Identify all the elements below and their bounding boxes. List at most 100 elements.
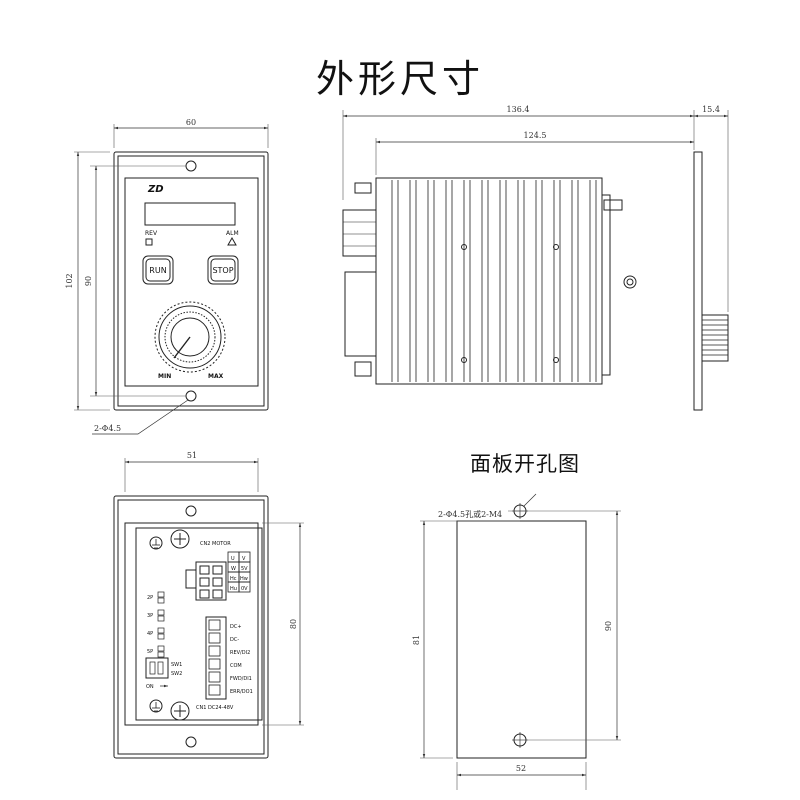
front-hole-leader — [92, 399, 189, 435]
back-screw-top — [170, 529, 190, 549]
back-bottom-hole — [185, 736, 197, 748]
side-top-screw — [354, 182, 372, 194]
side-bracket-tab-top — [603, 199, 623, 211]
display-window — [144, 202, 236, 226]
heatsink-fins — [391, 180, 597, 382]
switch-label-4p: 4P — [147, 631, 153, 637]
speed-knob-outer[interactable] — [154, 301, 226, 373]
ground-icon-top — [149, 536, 163, 550]
cutout-title: 面板开孔图 — [470, 452, 580, 476]
side-view-text: 136.4 124.5 15.4 — [507, 105, 720, 140]
sw1-label: SW1 — [171, 662, 182, 668]
side-knob-dim: 15.4 — [702, 105, 720, 114]
front-inner-plate — [117, 155, 265, 407]
pole-switch-indicators — [157, 591, 165, 658]
pin-v: V — [242, 556, 246, 562]
pin-hc: Hc — [230, 576, 237, 582]
main-title: 外形尺寸 — [315, 57, 484, 101]
speed-knob-face — [170, 317, 210, 357]
side-view — [342, 110, 729, 411]
io-label-err-do1: ERR/DO1 — [230, 689, 253, 695]
pin-u: U — [231, 556, 235, 562]
front-outer-height-dim: 102 — [65, 273, 74, 288]
switch-label-3p: 3P — [147, 613, 153, 619]
back-housing — [124, 522, 259, 726]
side-panel-plate — [693, 151, 703, 411]
pin-hw: Hw — [240, 576, 248, 582]
io-label-dc-minus: DC- — [230, 637, 239, 643]
speed-knob-pointer — [173, 336, 191, 359]
back-pcb — [135, 527, 263, 721]
rev-led — [145, 238, 153, 246]
cn1-terminal-block — [205, 616, 227, 700]
side-total-dim: 136.4 — [507, 105, 530, 114]
switch-label-5p: 5P — [147, 649, 153, 655]
side-knob-ridges — [702, 319, 728, 356]
cutout-width-dim: 52 — [516, 764, 526, 773]
switch-label-2p: 2P — [147, 595, 153, 601]
side-connector-upper — [342, 209, 377, 257]
io-label-fwd-di1: FWD/DI1 — [230, 676, 252, 682]
front-hole-note: 2-Φ4.5 — [94, 424, 121, 433]
alm-label: ALM — [226, 230, 239, 237]
front-top-hole — [185, 160, 197, 172]
stop-button-inner — [210, 258, 236, 282]
cutout-text: 2-Φ4.5孔或2-M4 90 81 52 — [412, 509, 613, 773]
back-inner-plate — [117, 499, 265, 755]
side-bottom-screw — [354, 361, 372, 377]
side-knob — [701, 314, 729, 362]
side-screw-1 — [461, 244, 467, 250]
alm-led-icon — [227, 236, 237, 246]
cutout-view — [420, 493, 621, 790]
side-connector-lower — [344, 271, 377, 357]
speed-knob-ring — [158, 305, 222, 369]
io-label-rev-di2: REV/DI2 — [230, 650, 250, 656]
pin-hu: Hu — [230, 586, 237, 592]
front-panel — [124, 177, 259, 387]
stop-button[interactable] — [207, 255, 239, 285]
cutout-hole-note: 2-Φ4.5孔或2-M4 — [438, 509, 502, 519]
sw2-label: SW2 — [171, 671, 182, 677]
back-outer-plate — [113, 495, 269, 759]
pin-w: W — [231, 566, 236, 572]
speed-knob-grip — [164, 311, 216, 363]
on-label: ON — [146, 684, 154, 690]
max-label: MAX — [208, 373, 224, 380]
side-panel-hole — [623, 275, 637, 289]
cn2-label: CN2 MOTOR — [200, 541, 231, 547]
cutout-outer-height-dim: 90 — [604, 621, 613, 631]
side-screw-2 — [553, 244, 559, 250]
back-view — [113, 458, 304, 759]
back-width-dim: 51 — [187, 451, 197, 460]
cn1-label: CN1 DC24-48V — [196, 705, 234, 711]
ground-icon-bottom — [149, 699, 163, 713]
cutout-hole-leader — [523, 493, 537, 507]
side-screw-3 — [461, 357, 467, 363]
cutout-rect — [456, 520, 587, 759]
cn1-terminals — [208, 619, 221, 696]
rev-label: REV — [145, 230, 158, 237]
front-outer-plate — [113, 151, 269, 411]
back-screw-bottom — [170, 701, 190, 721]
back-top-hole — [185, 505, 197, 517]
dip-switch-block[interactable] — [145, 657, 169, 679]
io-label-com: COM — [230, 663, 242, 669]
back-height-dim: 80 — [289, 619, 298, 629]
io-label-dc-plus: DC+ — [230, 624, 242, 630]
pin-5v: 5V — [241, 566, 248, 572]
front-bottom-hole — [185, 390, 197, 402]
run-label: RUN — [149, 266, 166, 275]
front-width-dim: 60 — [186, 118, 196, 127]
stop-label: STOP — [212, 266, 233, 275]
side-screw-4 — [553, 357, 559, 363]
front-inner-height-dim: 90 — [84, 276, 93, 286]
run-button[interactable] — [142, 255, 174, 285]
brand-logo: ZD — [147, 184, 164, 195]
front-view-text: ZD REV ALM RUN STOP MIN MAX 60 102 90 2-… — [65, 118, 239, 433]
side-bracket — [601, 194, 611, 376]
motor-pin-grid — [227, 551, 251, 593]
run-button-inner — [145, 258, 171, 282]
front-view — [74, 124, 269, 435]
back-view-text: 51 80 CN2 MOTOR U V W 5V Hc Hw Hu 0V 2P … — [146, 451, 298, 711]
